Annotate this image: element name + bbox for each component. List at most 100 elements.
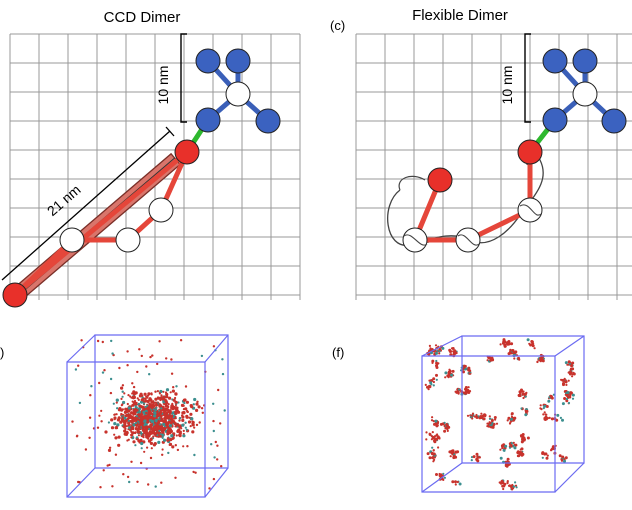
particle (154, 409, 158, 412)
particle (137, 413, 140, 416)
white-bead (517, 197, 543, 223)
blue-bead (572, 48, 598, 74)
white-bead (115, 227, 141, 253)
particle (566, 363, 569, 366)
particle (143, 450, 146, 453)
particle (445, 424, 449, 428)
particle (483, 413, 486, 417)
particle (433, 458, 436, 461)
particle (161, 433, 165, 437)
white-bead-center (225, 81, 251, 107)
particle (508, 446, 512, 449)
particle (170, 434, 174, 438)
particle (168, 442, 173, 446)
particle (431, 456, 435, 460)
particle (161, 448, 164, 451)
particle (116, 423, 120, 427)
particle (121, 395, 124, 398)
particle (432, 380, 435, 384)
particle (103, 369, 106, 372)
particle (571, 397, 575, 400)
particle (223, 409, 226, 412)
particle (165, 357, 168, 360)
particle (156, 362, 159, 366)
particle (175, 385, 178, 388)
particle (567, 360, 571, 364)
particle (451, 369, 455, 373)
particle (191, 420, 194, 423)
particle (144, 405, 147, 409)
particle (117, 435, 121, 439)
particle (135, 415, 138, 418)
particle (494, 418, 497, 421)
particle (118, 366, 121, 370)
particle (190, 405, 194, 409)
particle (139, 438, 143, 442)
particle (149, 423, 153, 427)
simulation-box-aggregated (66, 334, 229, 498)
particle (541, 456, 544, 459)
particle (136, 370, 139, 374)
particle (443, 429, 447, 433)
particle (430, 452, 433, 455)
particle (174, 396, 177, 400)
particle (140, 447, 143, 450)
particle (158, 392, 161, 395)
particle (441, 346, 445, 350)
particle (549, 395, 553, 398)
particle (525, 409, 528, 413)
particle (454, 483, 457, 486)
panel-label-f: (f) (332, 345, 344, 360)
red-bead-tail (427, 167, 453, 193)
particle (208, 487, 211, 490)
particle (78, 401, 82, 405)
particle (506, 419, 509, 422)
particle (458, 482, 462, 486)
particle (438, 350, 441, 353)
particle (502, 487, 505, 491)
particle (514, 481, 517, 484)
particle (161, 436, 164, 439)
particle (147, 439, 152, 443)
particle (564, 393, 567, 396)
particle (168, 409, 172, 414)
particle (520, 440, 524, 444)
particle (560, 378, 563, 381)
particle (141, 415, 145, 419)
particle (115, 401, 118, 404)
particle (116, 399, 119, 402)
particle (159, 414, 162, 418)
particle (127, 406, 131, 410)
particle (191, 430, 195, 434)
particle (182, 445, 185, 448)
particle (184, 385, 188, 388)
particle (110, 339, 113, 343)
particle (197, 405, 201, 409)
particle (149, 355, 152, 359)
particle (502, 341, 505, 344)
flexible-dimer-diagram: 10 nm (355, 33, 632, 300)
particle (448, 368, 451, 371)
particle (504, 444, 508, 448)
particle (201, 411, 204, 414)
particle (506, 480, 509, 483)
particle (171, 389, 175, 393)
particle (454, 351, 458, 354)
particle (433, 435, 437, 438)
particle (144, 397, 147, 400)
particle (154, 418, 158, 423)
particle (174, 476, 177, 479)
particle (132, 423, 136, 427)
particle (174, 392, 178, 396)
particle (454, 480, 457, 484)
particle (457, 388, 460, 391)
particle (131, 382, 134, 385)
white-bead (402, 227, 428, 253)
particle (520, 407, 523, 410)
particle (186, 409, 189, 412)
particle (113, 418, 116, 421)
particle (545, 456, 549, 460)
particle (134, 422, 138, 425)
particle (486, 425, 489, 428)
particle (465, 390, 469, 394)
